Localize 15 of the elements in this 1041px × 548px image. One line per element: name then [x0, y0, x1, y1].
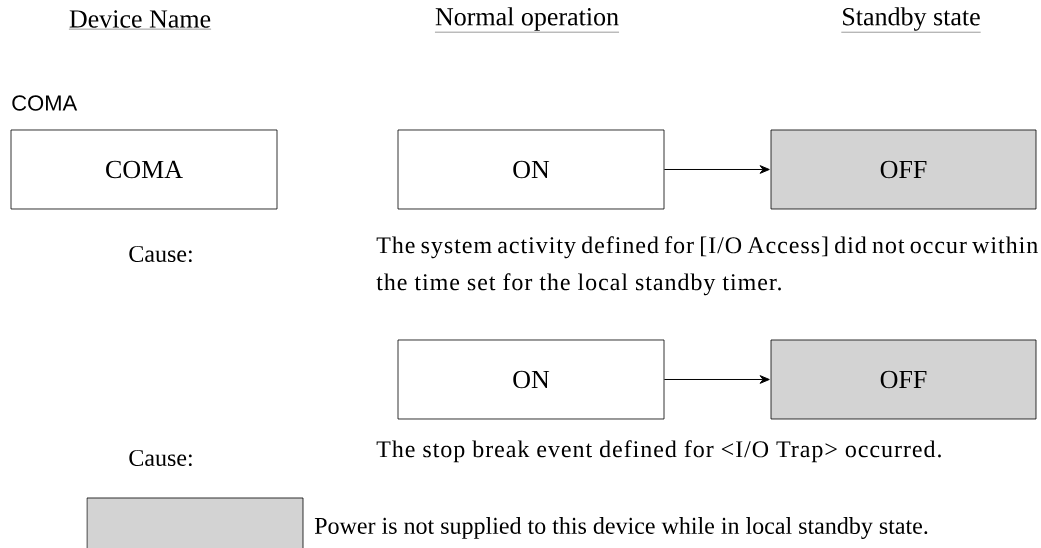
device-box: COMA — [10, 129, 278, 210]
cause-text: The system activity defined for [I/O Access] did not occur within the time set for the local standby timer. — [376, 236, 1038, 296]
standby-box: OFF — [770, 129, 1037, 210]
legend-text: Power is not supplied to this device while in local standby state. — [314, 517, 928, 539]
cause-label: Cause: — [129, 449, 192, 467]
arrow — [663, 165, 770, 174]
standby-box: OFF — [770, 339, 1037, 420]
device-box: ON — [397, 129, 665, 210]
column-header: Normal operation — [434, 7, 620, 33]
column-header: Device Name — [68, 10, 212, 30]
cause-label: Cause: — [129, 245, 192, 263]
column-header: Standby state — [841, 7, 981, 33]
arrow — [663, 375, 770, 384]
device-box: ON — [397, 339, 665, 420]
cause-text: The stop break event defined for <I/O Trap> occurred. — [376, 440, 941, 463]
